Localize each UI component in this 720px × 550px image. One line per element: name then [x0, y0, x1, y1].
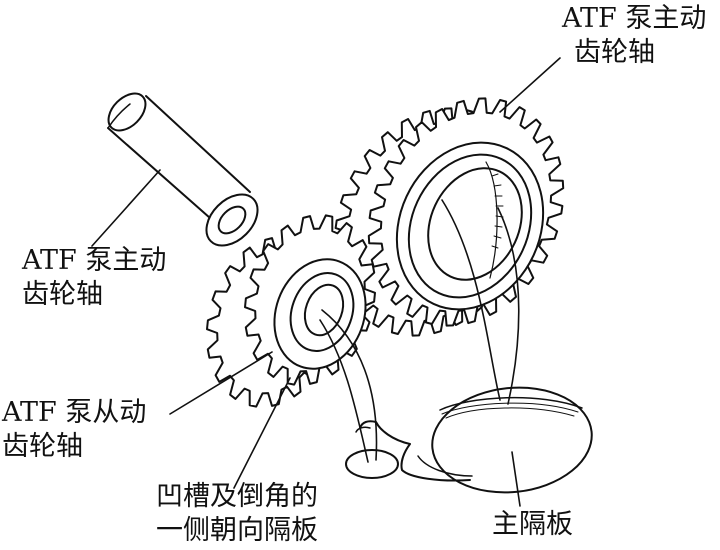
- label-line: 齿轮轴: [2, 431, 83, 462]
- drive-shaft-cylinder: [107, 92, 259, 247]
- label-line: 齿轮轴: [22, 279, 103, 310]
- label-drive-shaft-top: ATF 泵主动 齿轮轴: [562, 2, 706, 70]
- main-partition-plate: [345, 386, 593, 494]
- label-line: 凹槽及倒角的: [156, 481, 318, 512]
- label-line: 一侧朝向隔板: [156, 515, 318, 546]
- label-driven-shaft: ATF 泵从动 齿轮轴: [2, 396, 146, 464]
- label-main-partition: 主隔板: [492, 508, 573, 542]
- small-gear-bore: [273, 258, 367, 370]
- label-line: 主隔板: [492, 509, 573, 540]
- label-groove-note: 凹槽及倒角的 一侧朝向隔板: [156, 480, 318, 548]
- label-line: 齿轮轴: [574, 37, 655, 68]
- assembly-guide-lines: [319, 199, 520, 463]
- label-drive-shaft-left: ATF 泵主动 齿轮轴: [22, 244, 166, 312]
- label-line: ATF 泵主动: [562, 3, 707, 34]
- leader-lines: [91, 57, 561, 507]
- label-line: ATF 泵从动: [2, 397, 147, 428]
- large-gear-bore: [395, 141, 545, 311]
- label-line: ATF 泵主动: [22, 245, 167, 276]
